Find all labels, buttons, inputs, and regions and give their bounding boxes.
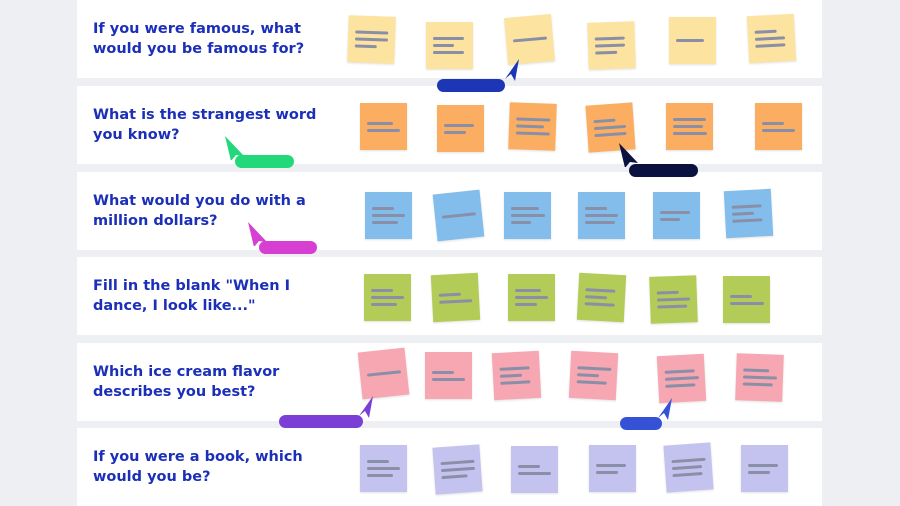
sticky-note[interactable] xyxy=(746,13,797,64)
magenta-cursor xyxy=(245,220,321,260)
board: If you were famous, what would you be fa… xyxy=(77,0,822,506)
question-text: What is the strangest word you know? xyxy=(93,107,317,143)
sticky-note[interactable] xyxy=(365,192,412,239)
sticky-note[interactable] xyxy=(568,350,619,401)
cursor-name-pill xyxy=(629,164,698,177)
royal-blue-cursor xyxy=(620,396,680,436)
sticky-note[interactable] xyxy=(653,192,700,239)
cursor-arrow-icon xyxy=(619,143,638,167)
sticky-note[interactable] xyxy=(741,445,788,492)
cursor-arrow-icon xyxy=(505,59,519,81)
cursor-name-pill xyxy=(620,417,662,430)
sticky-note[interactable] xyxy=(432,189,485,242)
sticky-note[interactable] xyxy=(347,15,396,64)
sticky-note[interactable] xyxy=(589,445,636,492)
question-row: Which ice cream flavor describes you bes… xyxy=(77,343,822,421)
question-text: What would you do with a million dollars… xyxy=(93,193,306,229)
sticky-note[interactable] xyxy=(511,446,558,493)
sticky-note[interactable] xyxy=(432,444,483,495)
question-row: If you were a book, which would you be? xyxy=(77,428,822,506)
sticky-note[interactable] xyxy=(504,192,551,239)
question-row: Fill in the blank "When I dance, I look … xyxy=(77,257,822,335)
cursor-name-pill xyxy=(259,241,317,254)
cursor-name-pill xyxy=(235,155,294,168)
sticky-note[interactable] xyxy=(491,350,542,401)
sticky-note[interactable] xyxy=(663,442,714,493)
cursor-arrow-icon xyxy=(248,222,267,246)
cursor-arrow-icon xyxy=(658,398,672,420)
sticky-note[interactable] xyxy=(425,352,472,399)
sticky-note[interactable] xyxy=(735,353,784,402)
cursor-name-pill xyxy=(437,79,505,92)
sticky-note[interactable] xyxy=(508,102,557,151)
sticky-note[interactable] xyxy=(426,22,473,69)
sticky-note[interactable] xyxy=(578,192,625,239)
question-row: What is the strangest word you know? xyxy=(77,86,822,164)
sticky-note[interactable] xyxy=(576,272,627,323)
cursor-arrow-icon xyxy=(225,136,244,160)
purple-cursor xyxy=(279,393,379,433)
sticky-note[interactable] xyxy=(723,276,770,323)
green-cursor xyxy=(222,134,298,174)
sticky-note[interactable] xyxy=(364,274,411,321)
sticky-note[interactable] xyxy=(360,103,407,150)
sticky-note[interactable] xyxy=(508,274,555,321)
question-row: If you were famous, what would you be fa… xyxy=(77,0,822,78)
sticky-note[interactable] xyxy=(649,275,698,324)
sticky-note[interactable] xyxy=(666,103,713,150)
question-row: What would you do with a million dollars… xyxy=(77,172,822,250)
sticky-note[interactable] xyxy=(723,188,774,239)
sticky-note[interactable] xyxy=(357,347,410,400)
question-text: Fill in the blank "When I dance, I look … xyxy=(93,278,290,314)
sticky-note[interactable] xyxy=(437,105,484,152)
sticky-note[interactable] xyxy=(669,17,716,64)
blue-cursor xyxy=(437,55,522,95)
sticky-note[interactable] xyxy=(430,272,481,323)
question-text: If you were a book, which would you be? xyxy=(93,449,303,485)
question-text: If you were famous, what would you be fa… xyxy=(93,21,305,57)
sticky-note[interactable] xyxy=(360,445,407,492)
sticky-note[interactable] xyxy=(587,21,636,70)
question-text: Which ice cream flavor describes you bes… xyxy=(93,364,280,400)
dark-cursor xyxy=(616,141,702,181)
cursor-name-pill xyxy=(279,415,363,428)
sticky-note[interactable] xyxy=(755,103,802,150)
cursor-arrow-icon xyxy=(359,396,373,418)
